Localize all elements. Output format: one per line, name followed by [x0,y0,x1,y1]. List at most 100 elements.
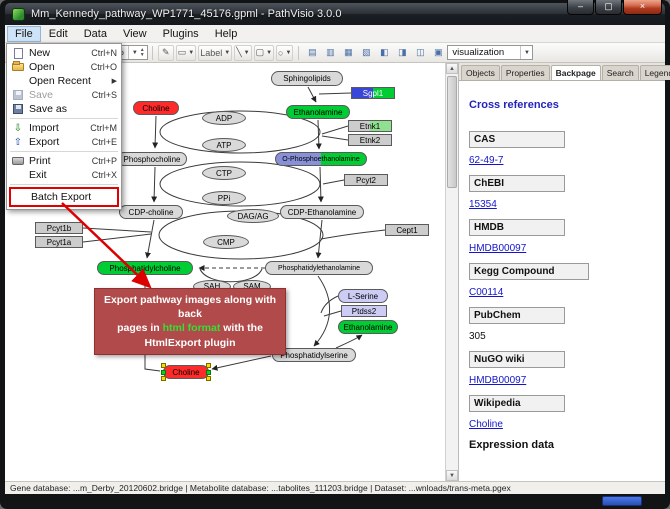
visualization-combobox[interactable]: visualization ▼ [447,45,533,60]
xref-header: Kegg Compound [469,263,589,280]
tab-search[interactable]: Search [601,65,639,80]
node-phosphatidylethanolamine[interactable]: Phosphatidylethanolamine [265,261,373,275]
menu-help[interactable]: Help [214,27,238,40]
node-choline-bottom[interactable]: Choline [161,363,211,381]
file-menu-item-open-recent[interactable]: Open Recent▶ [7,74,121,88]
xref-link[interactable]: HMDB00097 [469,243,527,254]
node-sphingolipids[interactable]: Sphingolipids [271,71,343,86]
taskbar-item[interactable] [602,496,642,506]
canvas-vertical-scrollbar[interactable]: ▲ ▼ [445,63,458,481]
node-pcyt1b[interactable]: Pcyt1b [35,222,83,234]
maximize-button[interactable]: ▢ [595,0,622,15]
toolbar-tool-button-0[interactable]: ✎ [157,44,174,61]
node-etnk1[interactable]: Etnk1 [348,120,392,132]
selection-handle[interactable] [161,376,166,381]
toolbar-align-icons: ▤ ▥ ▦ ▧ ◧ ◨ ◫ ▣ [303,45,447,61]
toolbar-tool-button-2[interactable]: Label▼ [198,44,233,61]
scrollbar-thumb[interactable] [447,76,457,188]
toolbar-align-icon-5[interactable]: ◨ [398,47,407,57]
dropdown-icon[interactable]: ▼ [266,49,273,56]
file-menu-label: New [29,47,51,59]
tab-legend[interactable]: Legend [639,65,670,80]
xref-header: ChEBI [469,175,565,192]
menu-data[interactable]: Data [83,27,107,40]
dropdown-icon[interactable]: ▼ [224,49,231,56]
xref-link[interactable]: Choline [469,419,503,430]
file-menu-item-batch-export[interactable]: Batch Export [9,187,119,207]
toolbar-align-icon-0[interactable]: ▤ [308,47,317,57]
visualization-dropdown-icon[interactable]: ▼ [520,46,530,59]
dropdown-icon[interactable]: ▼ [188,49,195,56]
menu-plugins[interactable]: Plugins [162,27,199,40]
dropdown-icon[interactable]: ▼ [243,49,250,56]
node-atp[interactable]: ATP [202,138,246,152]
toolbar-tool-button-5[interactable]: ○▼ [276,44,294,61]
toolbar-tool-button-4[interactable]: ▢▼ [253,44,275,61]
xref-link[interactable]: HMDB00097 [469,375,527,386]
node-dag-ag[interactable]: DAG/AG [227,209,279,223]
node-ptdss2[interactable]: Ptdss2 [341,305,387,317]
node-ctp[interactable]: CTP [202,166,246,180]
toolbar-align-icon-2[interactable]: ▦ [344,47,353,57]
node-cmp[interactable]: CMP [203,235,249,249]
node-etnk2[interactable]: Etnk2 [348,134,392,146]
toolbar-tool-button-3[interactable]: ╲▼ [234,44,252,61]
node-adp[interactable]: ADP [202,111,246,125]
toolbar-align-icon-7[interactable]: ▣ [434,47,443,57]
selection-handle[interactable] [161,363,166,368]
shortcut-label: Ctrl+N [91,48,117,58]
menu-view[interactable]: View [122,27,147,40]
tab-objects[interactable]: Objects [461,65,500,80]
toolbar-align-icon-1[interactable]: ▥ [326,47,335,57]
toolbar-separator [151,45,153,60]
xref-link[interactable]: 62-49-7 [469,155,504,166]
node-phosphocholine[interactable]: Phosphocholine [117,152,187,166]
tab-backpage[interactable]: Backpage [550,65,601,80]
toolbar-align-icon-4[interactable]: ◧ [380,47,389,57]
zoom-spinner[interactable]: ▲▼ [139,46,145,58]
node-phosphatidylcholine[interactable]: Phosphatidylcholine [97,261,193,275]
annotation-line2: pages in html format with the [117,322,263,335]
selection-handle[interactable] [206,363,211,368]
toolbar-align-icon-6[interactable]: ◫ [416,47,425,57]
selection-handle[interactable] [206,370,211,375]
xref-link[interactable]: C00114 [469,287,504,298]
selection-handle[interactable] [161,370,166,375]
node-choline-top[interactable]: Choline [133,101,179,115]
titlebar[interactable]: Mm_Kennedy_pathway_WP1771_45176.gpml - P… [5,3,665,25]
node-pcyt1a[interactable]: Pcyt1a [35,236,83,248]
scroll-up-icon[interactable]: ▲ [446,63,458,74]
file-menu-item-save-as[interactable]: Save as [7,102,121,116]
node-cdp-ethanolamine[interactable]: CDP-Ethanolamine [280,205,364,219]
file-menu-item-new[interactable]: New Ctrl+N [7,46,121,60]
node-ppi[interactable]: PPi [202,191,246,205]
selection-handle[interactable] [206,376,211,381]
node-cept1[interactable]: Cept1 [385,224,429,236]
menu-file[interactable]: File [7,25,41,42]
zoom-dropdown-icon[interactable]: ▼ [127,46,138,59]
dropdown-icon[interactable]: ▼ [285,49,292,56]
toolbar-align-icon-3[interactable]: ▧ [362,47,371,57]
node-l-serine[interactable]: L-Serine [338,289,388,303]
xref-link[interactable]: 15354 [469,199,497,210]
node-phosphatidylserine[interactable]: Phosphatidylserine [272,348,356,362]
node-ethanolamine-top[interactable]: Ethanolamine [286,105,350,119]
node-cdp-choline[interactable]: CDP-choline [119,205,183,219]
toolbar-tool-button-1[interactable]: ▭▼ [175,44,197,61]
node-sgpl1[interactable]: Sgpl1 [351,87,395,99]
node-o-phosphoethanolamine[interactable]: O-Phosphoethanolamine [275,152,367,166]
minimize-button[interactable]: – [567,0,594,15]
menu-edit[interactable]: Edit [48,27,68,40]
node-ethanolamine-right[interactable]: Ethanolamine [338,320,398,334]
node-pcyt2[interactable]: Pcyt2 [344,174,388,186]
scroll-down-icon[interactable]: ▼ [446,470,458,481]
tab-properties[interactable]: Properties [500,65,550,80]
close-button[interactable]: × [623,0,662,15]
